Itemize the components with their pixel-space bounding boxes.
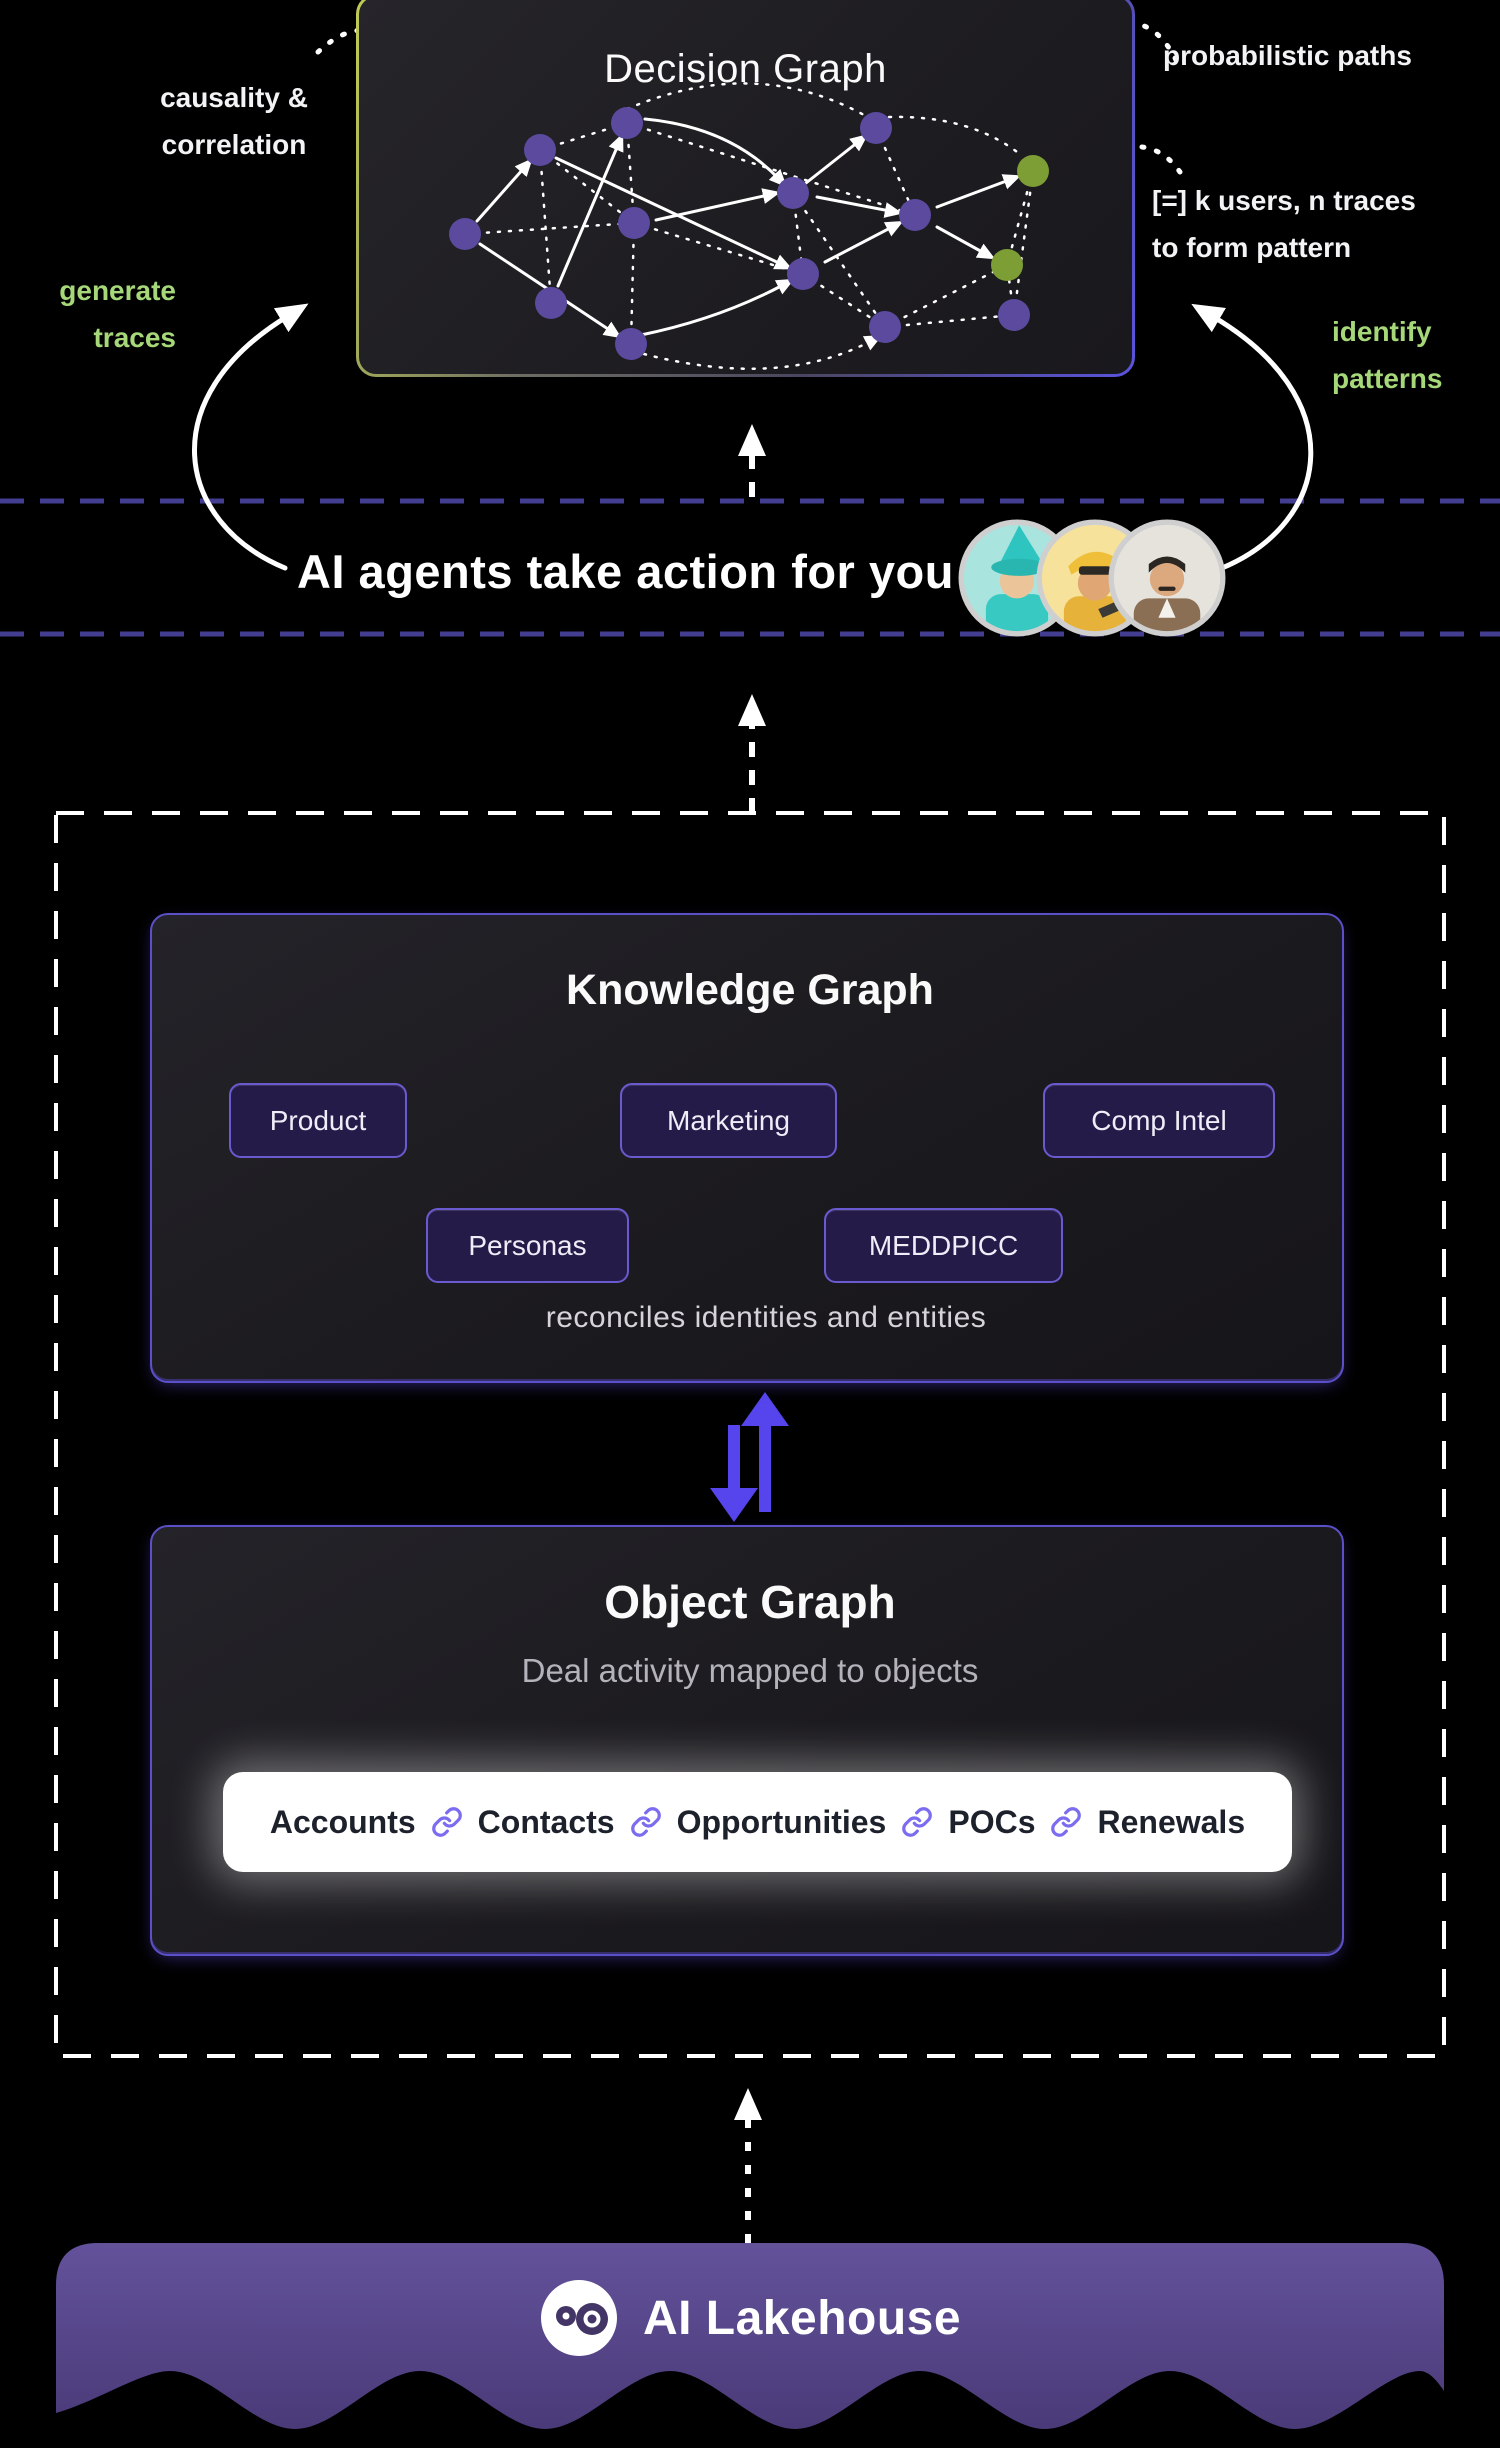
graph-nodes (449, 107, 1049, 360)
object-graph-title: Object Graph (604, 1576, 896, 1628)
analyst-agent-avatar (1108, 519, 1226, 637)
object-pocs: POCs (948, 1803, 1036, 1840)
identify-patterns-label: identify patterns (1332, 316, 1443, 394)
link-icon (431, 1807, 462, 1837)
lakehouse-title: AI Lakehouse (642, 2291, 962, 2345)
green-pattern-node (991, 249, 1023, 281)
decision-graph-panel: Decision Graph (356, 0, 1135, 377)
object-renewals: Renewals (1097, 1803, 1246, 1840)
kg-node-personas: Personas (426, 1208, 629, 1283)
object-contacts: Contacts (477, 1803, 615, 1840)
probabilistic-paths-label: probabilistic paths (1163, 40, 1412, 71)
object-opportunities: Opportunities (676, 1803, 887, 1840)
kg-caption: reconciles identities and entities (545, 1301, 987, 1334)
causality-label: causality & correlation (160, 82, 308, 160)
causality-dotted-arc (315, 27, 410, 66)
dotted-edges (463, 82, 1035, 370)
link-icon (1051, 1807, 1082, 1837)
lakehouse-logo-icon (540, 2280, 617, 2356)
solid-edges (475, 117, 1022, 339)
pattern-formation-label: [=] k users, n traces to form pattern (1152, 185, 1416, 263)
kg-node-marketing: Marketing (620, 1083, 837, 1158)
link-icon (630, 1807, 661, 1837)
decision-graph-network (449, 82, 1049, 370)
identify-patterns-arrow (1191, 303, 1314, 571)
agents-band-title: AI agents take action for you (297, 545, 954, 598)
object-accounts: Accounts (269, 1803, 416, 1840)
generate-traces-arrow (191, 303, 309, 571)
green-pattern-node (1017, 155, 1049, 187)
knowledge-graph-title: Knowledge Graph (566, 966, 934, 1014)
kg-node-product: Product (229, 1083, 407, 1158)
lakehouse-shape (56, 2243, 1444, 2429)
down-arrow-head (710, 1488, 758, 1522)
link-icon (902, 1807, 933, 1837)
up-arrow-head (741, 1392, 789, 1426)
kg-node-meddpicc: MEDDPICC (824, 1208, 1063, 1283)
object-chain-pill: Accounts Contacts Opportunities POCs Ren… (223, 1772, 1292, 1872)
generate-traces-label: generate traces (59, 275, 176, 353)
kg-node-comp-intel: Comp Intel (1043, 1083, 1275, 1158)
object-graph-panel (150, 1525, 1344, 1956)
sync-arrows (710, 1392, 789, 1522)
lakehouse-label: AI Lakehouse (0, 2278, 1500, 2358)
object-graph-subtitle: Deal activity mapped to objects (521, 1652, 979, 1689)
